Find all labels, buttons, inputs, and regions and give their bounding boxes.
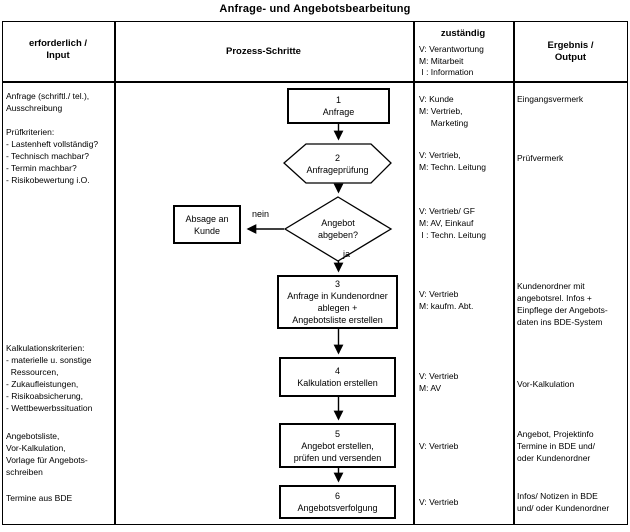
flow-step6-label: 6 Angebotsverfolgung	[297, 491, 378, 513]
responsible-step3: V: Vertrieb M: kaufm. Abt.	[419, 289, 474, 311]
flow-absage-label: Absage an Kunde	[185, 213, 229, 236]
column-separator-3	[513, 21, 515, 525]
input-block-pruefkriterien: Prüfkriterien: - Lastenheft vollständig?…	[6, 127, 99, 185]
column-separator-2	[413, 21, 415, 525]
flow-step6-box: 6 Angebotsverfolgung	[279, 485, 396, 519]
flow-decision-diamond: Angebot abgeben?	[285, 197, 391, 261]
header-responsible-legend: V: Verantwortung M: Mitarbeit I : Inform…	[419, 44, 484, 77]
header-process-column: Prozess-Schritte	[226, 46, 301, 57]
flow-step1-box: 1 Anfrage	[287, 88, 390, 124]
header-separator-line	[2, 81, 628, 83]
header-output-column: Ergebnis / Output	[547, 40, 594, 63]
responsible-step2: V: Vertrieb, M: Techn. Leitung	[419, 150, 486, 172]
input-block-kalkulationskriterien: Kalkulationskriterien: - materielle u. s…	[6, 343, 93, 413]
output-step2: Prüfvermerk	[517, 153, 564, 163]
header-input-column: erforderlich / Input	[28, 38, 88, 61]
flow-step4-box: 4 Kalkulation erstellen	[279, 357, 396, 397]
branch-label-ja: ja	[343, 249, 351, 259]
branch-label-nein: nein	[252, 209, 270, 219]
responsible-step4: V: Vertrieb M: AV	[419, 371, 459, 393]
input-block-termine: Termine aus BDE	[6, 493, 73, 503]
flow-step5-label: 5 Angebot erstellen, prüfen und versende…	[293, 428, 382, 463]
flow-step2-hexagon: 2 Anfrageprüfung	[284, 144, 391, 183]
output-step1: Eingangsvermerk	[517, 94, 584, 104]
page-title: Anfrage- und Angebotsbearbeitung	[219, 3, 411, 15]
flow-step1-label: 1 Anfrage	[322, 95, 355, 117]
responsible-step6: V: Vertrieb	[419, 497, 459, 507]
input-block-angebotsliste: Angebotsliste, Vor-Kalkulation, Vorlage …	[6, 431, 88, 477]
responsible-decision: V: Vertrieb/ GF M: AV, Einkauf I : Techn…	[419, 206, 486, 240]
flow-step5-box: 5 Angebot erstellen, prüfen und versende…	[279, 423, 396, 468]
table-outer-border	[2, 21, 628, 525]
column-separator-1	[114, 21, 116, 525]
output-step3: Kundenordner mit angebotsrel. Infos + Ei…	[517, 281, 608, 327]
output-step5: Angebot, Projektinfo Termine in BDE und/…	[517, 429, 595, 463]
output-step6: Infos/ Notizen in BDE und/ oder Kundenor…	[517, 491, 610, 513]
flow-step3-label: 3 Anfrage in Kundenordner ablegen + Ange…	[287, 279, 388, 325]
responsible-step1: V: Kunde M: Vertrieb, Marketing	[419, 94, 469, 128]
input-block-anfrage: Anfrage (schriftl./ tel.), Ausschreibung	[6, 91, 90, 113]
output-step4: Vor-Kalkulation	[517, 379, 575, 389]
flow-decision-label: Angebot abgeben?	[317, 218, 359, 240]
flow-step2-label: 2 Anfrageprüfung	[306, 152, 369, 175]
responsible-step5: V: Vertrieb	[419, 441, 459, 451]
flow-absage-box: Absage an Kunde	[173, 205, 241, 244]
flow-step4-label: 4 Kalkulation erstellen	[297, 366, 378, 388]
flow-step3-box: 3 Anfrage in Kundenordner ablegen + Ange…	[277, 275, 398, 329]
header-responsible-column: zuständig	[440, 28, 486, 39]
